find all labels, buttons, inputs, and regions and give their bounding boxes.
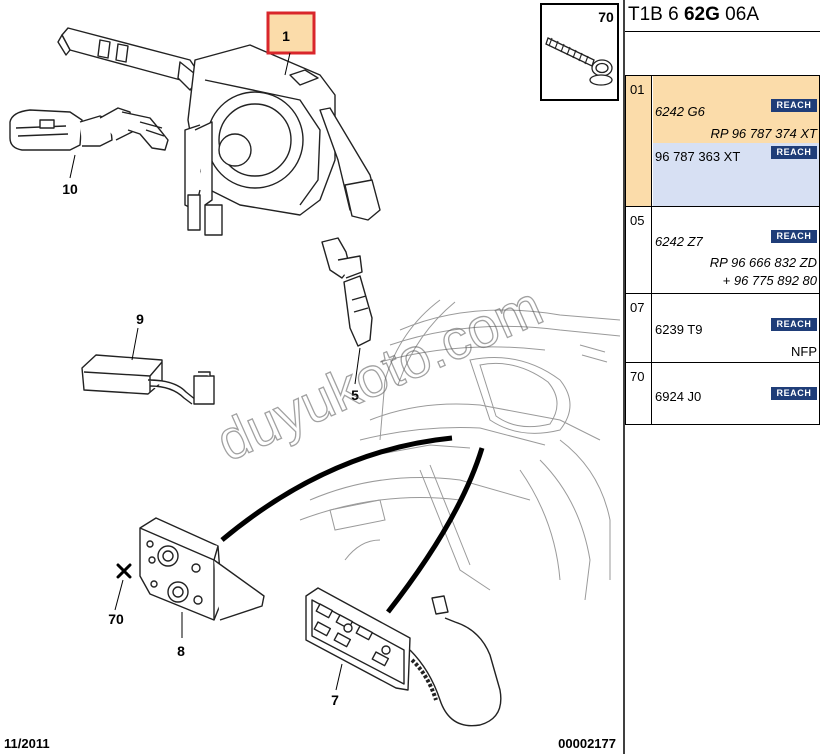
- highlight-callout-box: [266, 11, 316, 55]
- callout-1: 1: [282, 28, 290, 44]
- part-10-wiper-stalk: [9, 107, 169, 151]
- table-row[interactable]: 07 6239 T9 REACH NFP: [626, 294, 819, 363]
- part-7-control-panel: [305, 587, 502, 727]
- row-variant-b: 96 787 363 XT REACH: [653, 143, 819, 206]
- row-variant-a: 6924 J0 REACH: [653, 363, 819, 424]
- callout-9: 9: [136, 311, 144, 327]
- parts-diagram: 1 10 9 5 70 8 7 70 duyukoto.com 11/2011 …: [4, 0, 625, 754]
- part-70-screw-marker: [116, 563, 132, 579]
- row-number: 05: [626, 207, 652, 293]
- callout-5: 5: [351, 387, 359, 403]
- reach-badge: REACH: [771, 387, 817, 400]
- footer-reference: 00002177: [558, 736, 616, 751]
- reach-badge: REACH: [771, 230, 817, 243]
- part-ref: 6242 G6: [655, 104, 705, 119]
- part-9-module: [81, 354, 215, 405]
- table-row[interactable]: 01 6242 G6 REACH RP 96 787 374 XT 96 787…: [626, 76, 819, 207]
- row-number: 70: [626, 363, 652, 424]
- callout-8: 8: [177, 643, 185, 659]
- reach-badge: REACH: [771, 146, 817, 159]
- part-ref: 96 787 363 XT: [655, 149, 741, 164]
- document-code-suffix: 06A: [719, 4, 759, 25]
- footer-date: 11/2011: [4, 736, 50, 751]
- parts-table: 01 6242 G6 REACH RP 96 787 374 XT 96 787…: [625, 75, 820, 425]
- part-8-switch-panel: [139, 517, 265, 621]
- part-ref: 6924 J0: [655, 389, 702, 404]
- parts-panel: T1B 6 62G 06A 01 6242 G6 REACH RP 96 787…: [625, 0, 820, 754]
- table-row[interactable]: 05 6242 Z7 REACH RP 96 666 832 ZD + 96 7…: [626, 207, 819, 294]
- document-code: T1B 6 62G 06A: [628, 4, 759, 26]
- document-code-prefix: T1B 6: [628, 4, 684, 25]
- part-ref: + 96 775 892 80: [722, 273, 817, 288]
- dashboard-background: [299, 299, 621, 601]
- row-number: 07: [626, 294, 652, 362]
- row-variant-a: 6242 Z7 REACH RP 96 666 832 ZD + 96 775 …: [653, 207, 819, 293]
- part-5-lever: [321, 237, 373, 347]
- detail-inset-label: 70: [598, 9, 614, 25]
- part-ref: 6242 Z7: [655, 234, 703, 249]
- part-ref: RP 96 666 832 ZD: [709, 255, 817, 270]
- part-ref: NFP: [791, 344, 817, 359]
- reach-badge: REACH: [771, 318, 817, 331]
- screw-icon: [545, 37, 613, 86]
- callout-7: 7: [331, 692, 339, 708]
- row-variant-a: 6242 G6 REACH RP 96 787 374 XT: [653, 76, 819, 143]
- part-ref: 6239 T9: [655, 322, 703, 337]
- row-number: 01: [626, 76, 652, 206]
- part-1-switch-assembly: [57, 27, 381, 236]
- document-code-bold: 62G: [683, 4, 720, 25]
- part-ref: RP 96 787 374 XT: [710, 126, 817, 141]
- row-variant-a: 6239 T9 REACH NFP: [653, 294, 819, 362]
- header-divider: [625, 31, 820, 32]
- table-row[interactable]: 70 6924 J0 REACH: [626, 363, 819, 424]
- reach-badge: REACH: [771, 99, 817, 112]
- callout-10: 10: [62, 181, 78, 197]
- callout-70: 70: [108, 611, 124, 627]
